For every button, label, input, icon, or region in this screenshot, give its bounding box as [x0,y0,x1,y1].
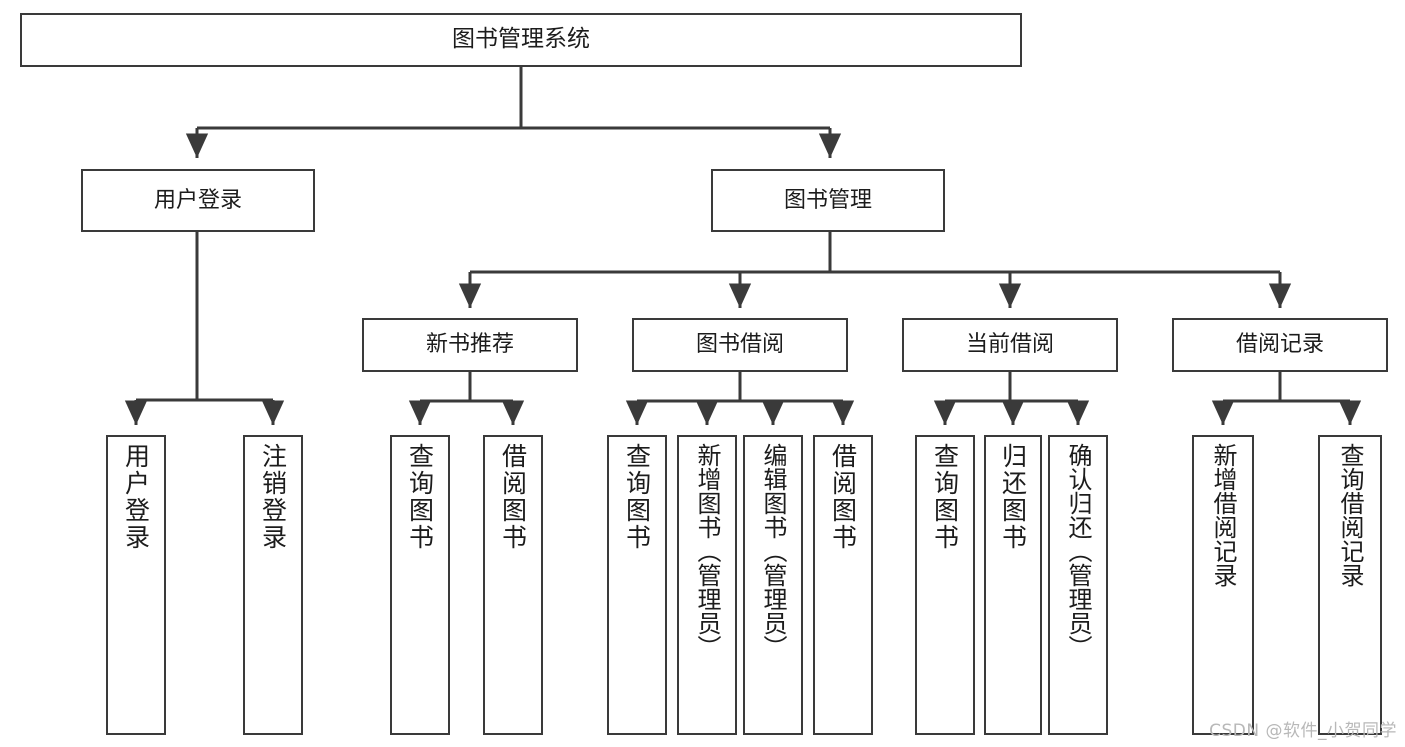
leaf-borrow-record-add[interactable]: 新增借阅记录 [1192,435,1254,735]
node-label: 借阅图书 [498,443,528,551]
node-label: 图书管理 [783,187,872,213]
node-book-management[interactable]: 图书管理 [711,169,945,232]
node-label: 确认归还（管理员） [1064,443,1092,659]
node-label: 查询图书 [405,443,435,551]
leaf-book-borrow-borrow[interactable]: 借阅图书 [813,435,873,735]
node-label: 当前借阅 [965,332,1054,358]
leaf-current-borrow-return[interactable]: 归还图书 [984,435,1042,735]
leaf-book-borrow-edit-admin[interactable]: 编辑图书（管理员） [743,435,803,735]
leaf-borrow-record-query[interactable]: 查询借阅记录 [1318,435,1382,735]
leaf-new-book-borrow[interactable]: 借阅图书 [483,435,543,735]
node-book-borrow[interactable]: 图书借阅 [632,318,848,372]
node-label: 用户登录 [121,443,151,551]
node-root-system[interactable]: 图书管理系统 [20,13,1022,67]
node-label: 新书推荐 [425,332,514,358]
node-label: 图书管理系统 [452,26,590,53]
node-label: 查询图书 [930,443,960,551]
node-label: 查询借阅记录 [1336,443,1364,587]
leaf-new-book-query[interactable]: 查询图书 [390,435,450,735]
node-label: 新增借阅记录 [1209,443,1237,587]
node-borrow-record[interactable]: 借阅记录 [1172,318,1388,372]
node-label: 图书借阅 [695,332,784,358]
leaf-book-borrow-add-admin[interactable]: 新增图书（管理员） [677,435,737,735]
node-label: 注销登录 [258,443,288,551]
node-user-login[interactable]: 用户登录 [81,169,315,232]
node-label: 编辑图书（管理员） [759,443,787,659]
node-new-book-recommend[interactable]: 新书推荐 [362,318,578,372]
node-label: 借阅记录 [1235,332,1324,358]
node-label: 用户登录 [153,187,242,213]
node-label: 新增图书（管理员） [693,443,721,659]
leaf-user-login-login[interactable]: 用户登录 [106,435,166,735]
leaf-book-borrow-query[interactable]: 查询图书 [607,435,667,735]
node-label: 查询图书 [622,443,652,551]
node-label: 借阅图书 [828,443,858,551]
leaf-user-login-logout[interactable]: 注销登录 [243,435,303,735]
node-label: 归还图书 [998,443,1028,551]
leaf-current-borrow-confirm-admin[interactable]: 确认归还（管理员） [1048,435,1108,735]
leaf-current-borrow-query[interactable]: 查询图书 [915,435,975,735]
node-current-borrow[interactable]: 当前借阅 [902,318,1118,372]
